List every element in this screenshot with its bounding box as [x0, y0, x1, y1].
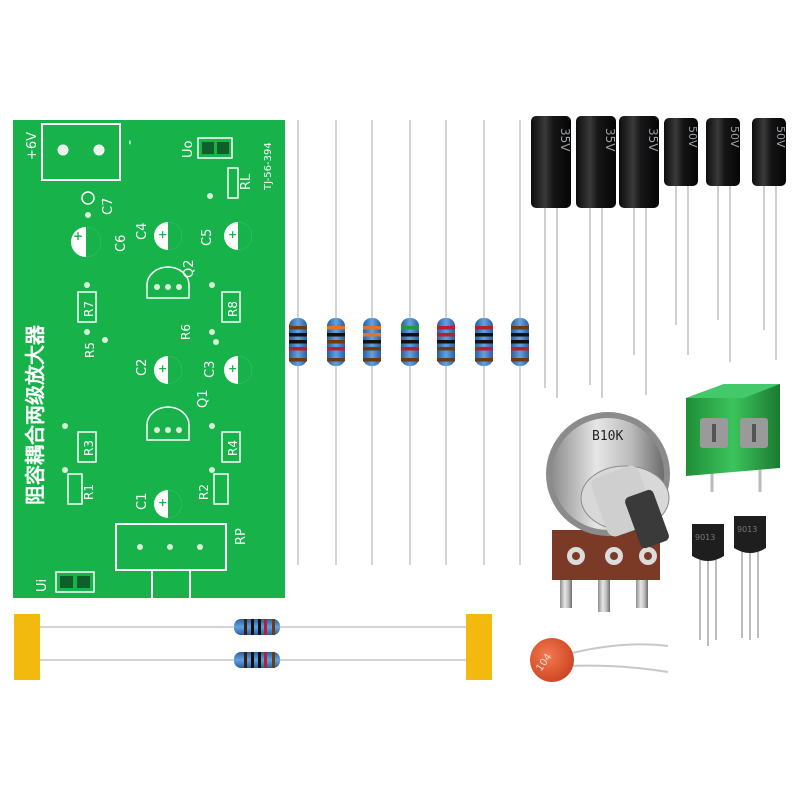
screw-terminal: [686, 384, 780, 492]
pcb-label-c1: C1: [135, 493, 150, 510]
vertical-resistor: [289, 120, 307, 565]
taped-resistor-2: [234, 652, 280, 668]
capacitor-small-2-marking: 50V: [728, 126, 741, 148]
pcb-label-r4: R4: [226, 440, 240, 456]
capacitor-large-2-marking: 35V: [603, 128, 617, 152]
capacitor-large-2: 35V: [576, 116, 617, 398]
pcb-footprint-c2: +: [154, 356, 182, 384]
ceramic-capacitor: 104: [530, 638, 669, 682]
pcb-label-r3: R3: [82, 440, 96, 456]
pcb-footprint-c6: +: [71, 227, 101, 257]
svg-text:+: +: [158, 228, 167, 241]
pcb-label-ui: Ui: [35, 579, 50, 592]
pcb-label-r8: R8: [226, 301, 240, 317]
pcb-label-r6: R6: [179, 324, 193, 340]
taped-resistors: [14, 614, 492, 680]
tape-right: [466, 614, 492, 680]
power-connector-outline: [41, 123, 121, 181]
taped-resistor-1: [234, 619, 280, 635]
pcb-label-rp: RP: [234, 528, 249, 545]
pcb-label-plus6v: +6V: [25, 132, 40, 160]
pcb-label-r1: R1: [82, 484, 96, 500]
capacitor-small-2: 50V: [706, 118, 741, 362]
pcb-footprint-q2: [146, 266, 190, 299]
transistor-2-marking: 9013: [737, 525, 757, 534]
capacitor-large-3-marking: 35V: [646, 128, 660, 152]
pcb-label-r5: R5: [83, 342, 97, 358]
pcb-footprint-c3: +: [224, 356, 252, 384]
vertical-resistor: [327, 120, 345, 565]
capacitor-large-1: 35V: [531, 116, 572, 398]
pcb-label-c4: C4: [135, 223, 150, 240]
pcb-board: +6V - Uo TJ-56-394 RL C7 + C6 + C4: [13, 120, 285, 598]
capacitor-small-3-marking: 50V: [774, 126, 787, 148]
vertical-resistors: [289, 120, 529, 565]
vertical-resistor: [437, 120, 455, 565]
pcb-label-r7: R7: [82, 301, 96, 317]
svg-text:+: +: [228, 362, 237, 375]
vertical-resistor: [511, 120, 529, 565]
pcb-footprint-c5: +: [224, 222, 252, 250]
svg-text:+: +: [158, 362, 167, 375]
pcb-footprint-rp: [115, 523, 227, 571]
pcb-footprint-c1: +: [154, 490, 182, 518]
transistor-1: 9013: [692, 524, 724, 646]
pcb-footprint-c4: +: [154, 222, 182, 250]
pcb-label-c3: C3: [203, 361, 218, 378]
potentiometer-marking: B10K: [592, 429, 623, 444]
pcb-title: 阻容耦合两级放大器: [23, 324, 47, 505]
capacitor-large-1-marking: 35V: [558, 128, 572, 152]
pcb-label-uo: Uo: [181, 140, 196, 158]
pcb-label-c7: C7: [101, 198, 116, 215]
pcb-label-c2: C2: [135, 359, 150, 376]
pcb-label-q2: Q2: [182, 259, 197, 278]
svg-text:+: +: [228, 228, 237, 241]
vertical-resistor: [363, 120, 381, 565]
transistor-2: 9013: [734, 516, 766, 640]
tape-left: [14, 614, 40, 680]
pcb-footprint-q1: [146, 406, 190, 441]
capacitor-small-3: 50V: [752, 118, 787, 360]
svg-text:+: +: [158, 496, 167, 509]
pcb-label-minus: -: [122, 140, 138, 145]
svg-text:+: +: [73, 229, 83, 243]
potentiometer: B10K: [546, 412, 670, 612]
pcb-label-r2: R2: [197, 484, 211, 500]
pcb-label-c5: C5: [200, 229, 215, 246]
transistor-1-marking: 9013: [695, 533, 715, 542]
pcb-label-q1: Q1: [196, 389, 211, 408]
electrolytic-capacitors: 35V 35V 35V 50V 50V: [531, 116, 787, 398]
vertical-resistor: [401, 120, 419, 565]
pcb-label-c6: C6: [114, 235, 129, 252]
pcb-label-rl: RL: [239, 173, 254, 190]
capacitor-large-3: 35V: [619, 116, 660, 395]
capacitor-small-1-marking: 50V: [686, 126, 699, 148]
capacitor-small-1: 50V: [664, 118, 699, 355]
vertical-resistor: [475, 120, 493, 565]
pcb-label-board-code: TJ-56-394: [263, 142, 274, 191]
